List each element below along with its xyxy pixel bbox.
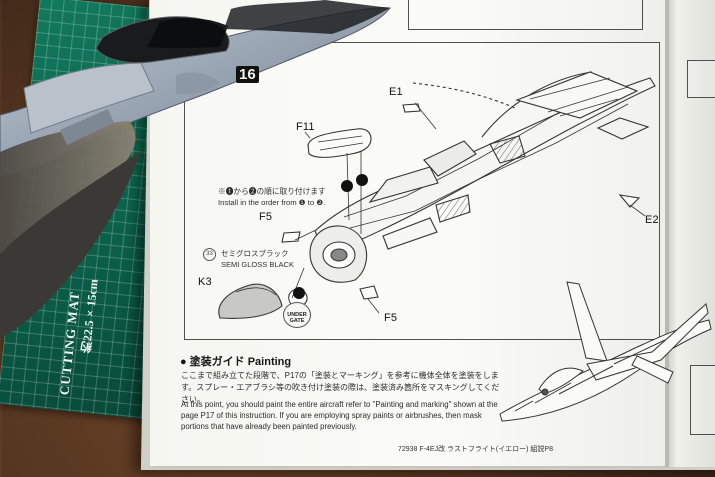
part-label-f5-lower: F5 bbox=[384, 312, 398, 324]
manual-spine bbox=[665, 0, 669, 467]
part-label-e1: E1 bbox=[389, 86, 403, 98]
next-page-frame-bottom bbox=[690, 365, 715, 435]
painting-english-instructions: At this point, you should paint the enti… bbox=[181, 400, 498, 431]
install-order-english: Install in the order from ❶ to ❷. bbox=[218, 198, 326, 207]
painting-guide-heading: 塗装ガイド Painting bbox=[180, 353, 291, 369]
step-number-icons bbox=[293, 174, 368, 299]
mini-aircraft-painting-diagram bbox=[499, 281, 712, 422]
under-gate-icon: UNDER GATE bbox=[283, 302, 311, 328]
next-page-frame-top bbox=[687, 60, 715, 98]
manual-footer-page-code: 72938 F-4EJ改 ラストフライト(イエロー) 組説P8 bbox=[398, 446, 553, 453]
paint-color-japanese: セミグロスブラック bbox=[221, 249, 289, 258]
paint-color-english: SEMI GLOSS BLACK bbox=[221, 260, 294, 269]
painting-japanese-instructions: ここまで組み立てた段階で、P17の「塗装とマーキング」を参考に機体全体を塗装をし… bbox=[181, 371, 500, 404]
part-label-f5-upper: F5 bbox=[259, 211, 273, 223]
paint-code-icon: 33 bbox=[203, 248, 216, 261]
main-fuselage-drawing bbox=[218, 71, 656, 319]
previous-step-frame bbox=[408, 0, 643, 30]
part-label-k3: K3 bbox=[198, 276, 212, 288]
part-label-e2: E2 bbox=[645, 214, 659, 226]
part-label-f11: F11 bbox=[296, 121, 315, 133]
install-order-japanese: ※❶から❷の順に取り付けます bbox=[218, 187, 326, 196]
model-side-number: 16 bbox=[236, 66, 259, 83]
